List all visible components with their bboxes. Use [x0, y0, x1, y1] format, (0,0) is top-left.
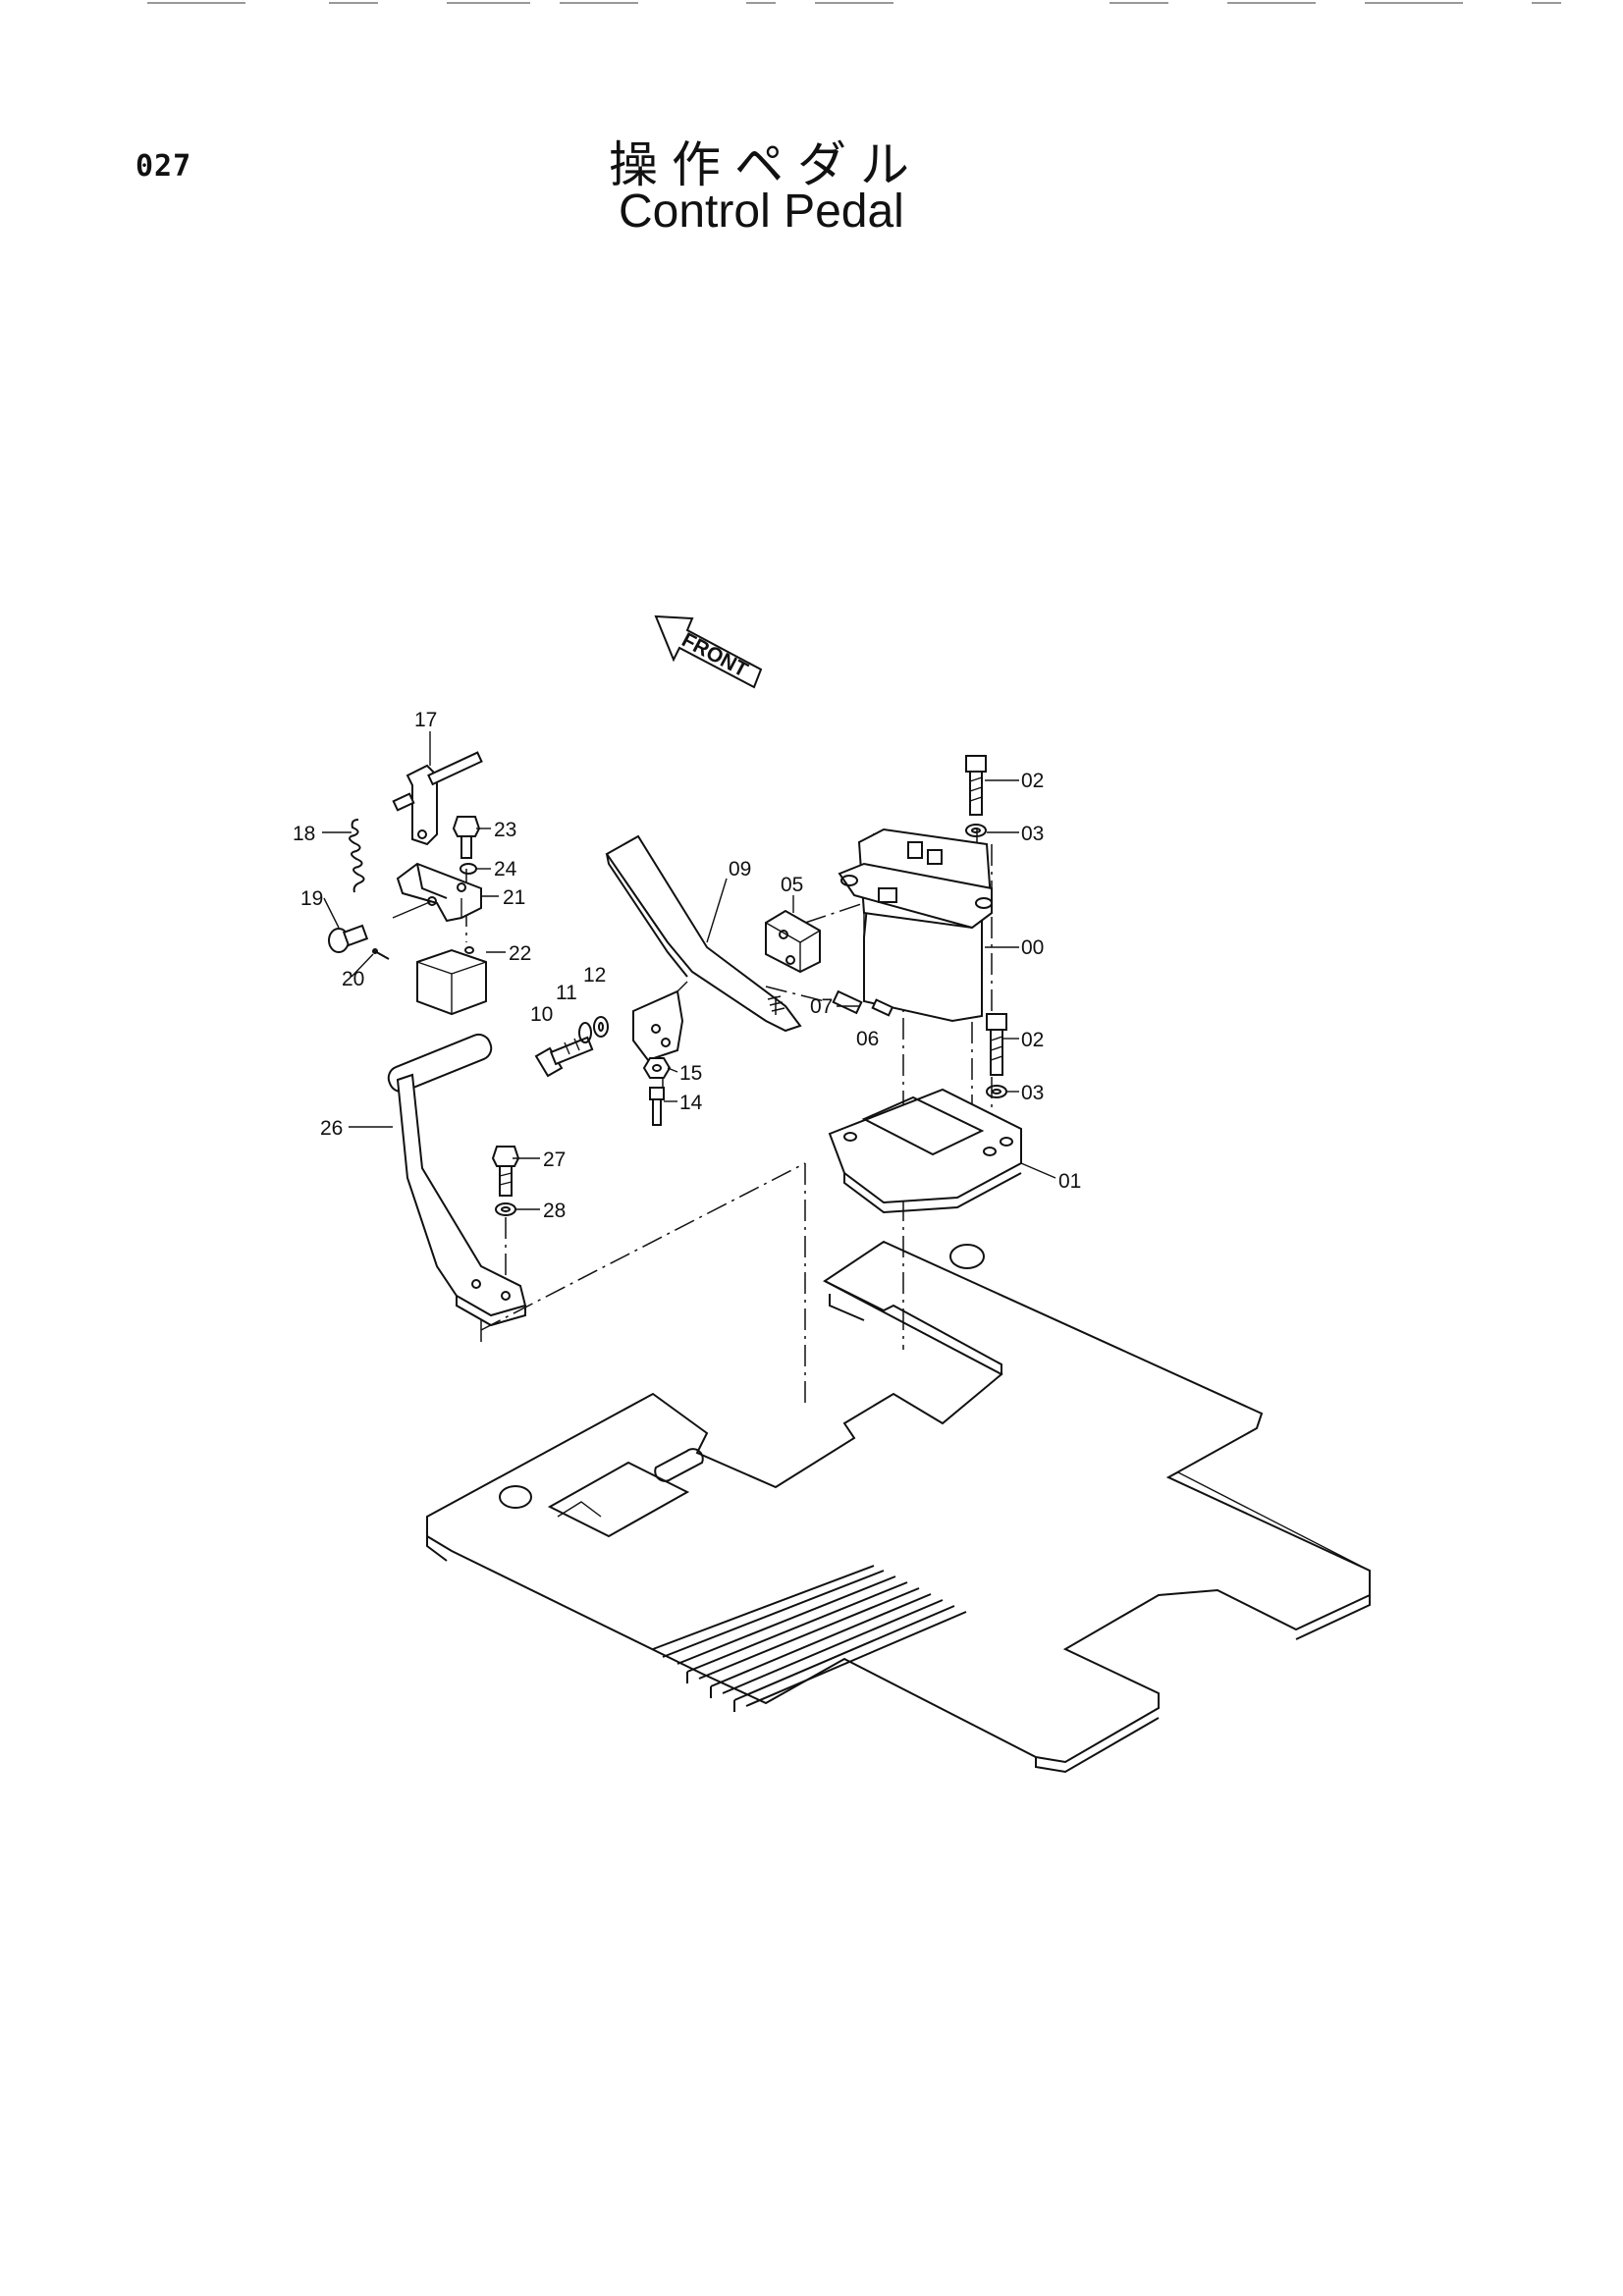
label-05: 05 — [781, 874, 803, 896]
front-direction-arrow: FRONT — [654, 614, 763, 689]
bolt-14 — [649, 1087, 665, 1126]
label-02-lower: 02 — [1021, 1029, 1044, 1051]
spring-18 — [349, 819, 365, 893]
bracket-21 — [392, 862, 482, 923]
bracket-17 — [392, 751, 483, 846]
label-10: 10 — [530, 1003, 553, 1026]
label-11: 11 — [556, 982, 577, 1004]
label-03-lower: 03 — [1021, 1082, 1044, 1104]
label-26: 26 — [320, 1117, 343, 1140]
base-plate — [828, 1088, 1022, 1214]
ribbed-mat — [652, 1565, 967, 1712]
label-09: 09 — [729, 858, 751, 881]
label-00: 00 — [1021, 936, 1044, 959]
washer-12 — [593, 1016, 609, 1038]
bolt-23 — [452, 816, 481, 859]
pedal-valve — [838, 828, 994, 1023]
washer-11 — [578, 1022, 592, 1043]
pedal-09 — [605, 834, 802, 1062]
label-27: 27 — [543, 1148, 566, 1171]
washer-03-upper — [965, 824, 987, 837]
label-28: 28 — [543, 1200, 566, 1222]
cotter-pin-20 — [372, 948, 390, 960]
label-01: 01 — [1058, 1170, 1081, 1193]
nut-15 — [642, 1057, 672, 1079]
label-23: 23 — [494, 819, 516, 841]
label-12: 12 — [583, 964, 606, 987]
front-label: FRONT — [678, 628, 752, 681]
label-18: 18 — [293, 823, 315, 845]
block-05 — [765, 909, 821, 974]
washer-24 — [460, 863, 477, 875]
bolt-27 — [491, 1146, 520, 1197]
washer-03-lower — [986, 1085, 1007, 1098]
part-labels: 00 01 02 02 03 03 05 06 07 09 10 11 12 1… — [293, 709, 1081, 1222]
block-22 — [416, 946, 487, 1016]
foot-rest-26 — [387, 1033, 527, 1327]
label-20: 20 — [342, 968, 364, 990]
floor-plate — [426, 1240, 1371, 1774]
pin-07 — [832, 989, 863, 1015]
page-title-japanese: 操作ペダル — [609, 136, 923, 193]
bolt-02-lower — [986, 1013, 1007, 1076]
label-06: 06 — [856, 1028, 879, 1050]
bolt-02-upper — [965, 755, 987, 816]
bolt-10 — [534, 1036, 594, 1078]
page-number: 027 — [135, 149, 192, 184]
washer-28 — [495, 1202, 516, 1216]
label-22: 22 — [509, 942, 531, 965]
label-19: 19 — [300, 887, 323, 910]
label-02-upper: 02 — [1021, 770, 1044, 792]
pin-06 — [871, 998, 894, 1017]
label-15: 15 — [679, 1062, 702, 1085]
pin-19 — [328, 924, 369, 953]
label-03-upper: 03 — [1021, 823, 1044, 845]
label-24: 24 — [494, 858, 517, 881]
label-17: 17 — [414, 709, 437, 731]
leader-lines — [322, 731, 1056, 1210]
label-14: 14 — [679, 1092, 703, 1114]
page-title: Control Pedal — [619, 186, 904, 238]
label-07: 07 — [810, 995, 833, 1018]
label-21: 21 — [503, 886, 525, 909]
